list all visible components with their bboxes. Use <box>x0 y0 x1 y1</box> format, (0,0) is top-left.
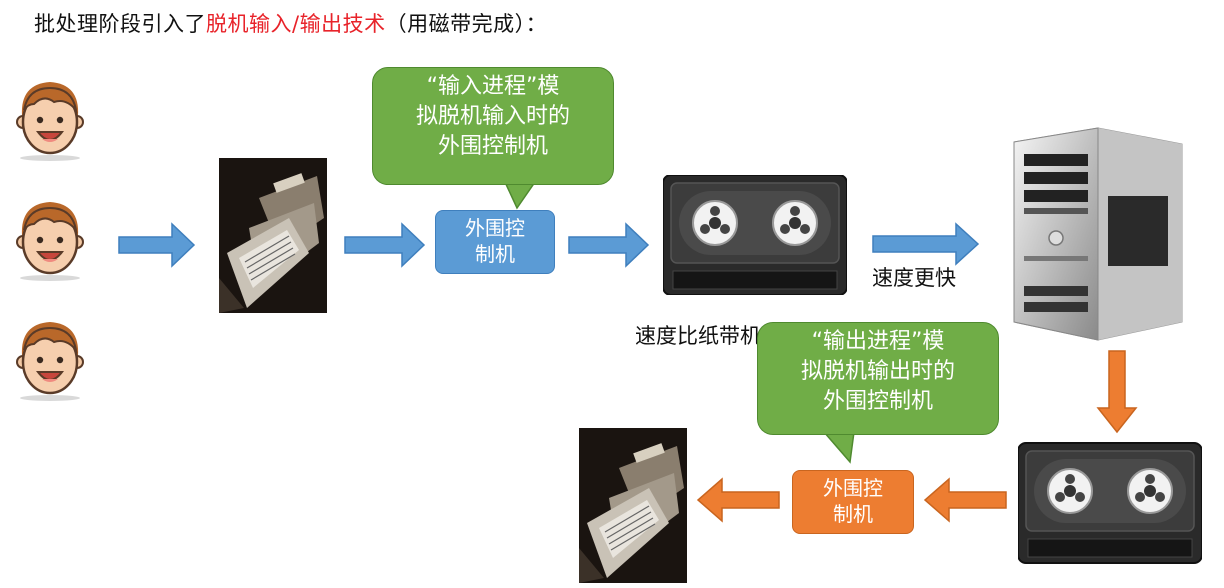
output-controller-box: 外围控 制机 <box>792 470 914 534</box>
bubble-line: “输入进程”模 <box>426 74 560 99</box>
paper-tape-machine-icon <box>579 428 687 583</box>
arrow-down-icon <box>1096 350 1138 434</box>
input-controller-box: 外围控 制机 <box>435 210 555 274</box>
user-face-icon <box>15 200 85 283</box>
title-suffix: （用磁带完成）： <box>385 12 548 36</box>
arrow-right-icon <box>344 222 426 268</box>
arrow-left-icon <box>696 477 780 523</box>
output-process-bubble: “输出进程”模 拟脱机输出时的 外围控制机 <box>757 322 999 435</box>
input-process-bubble: “输入进程”模 拟脱机输入时的 外围控制机 <box>372 67 614 185</box>
page-title: 批处理阶段引入了脱机输入/输出技术（用磁带完成）： <box>34 8 547 38</box>
bubble-line: 外围控制机 <box>437 134 548 159</box>
arrow-right-icon <box>568 222 650 268</box>
arrow-right-icon <box>872 222 980 266</box>
ctrl-line: 外围控 <box>823 476 883 500</box>
paper-tape-machine-icon <box>219 158 327 313</box>
ctrl-line: 制机 <box>475 242 515 266</box>
bubble-line: “输出进程”模 <box>811 329 945 354</box>
title-highlight: 脱机输入/输出技术 <box>206 12 386 36</box>
bubble-tail-icon <box>504 182 536 210</box>
ctrl-line: 外围控 <box>465 216 525 240</box>
user-face-icon <box>15 320 85 403</box>
ctrl-line: 制机 <box>833 502 873 526</box>
magnetic-tape-icon <box>663 175 847 295</box>
bubble-line: 拟脱机输出时的 <box>800 359 955 384</box>
bubble-line: 拟脱机输入时的 <box>415 104 570 129</box>
title-prefix: 批处理阶段引入了 <box>34 12 206 36</box>
user-face-icon <box>15 80 85 163</box>
faster-caption: 速度更快 <box>872 266 956 290</box>
bubble-line: 外围控制机 <box>822 389 933 414</box>
arrow-right-icon <box>118 222 196 268</box>
magnetic-tape-icon <box>1018 442 1202 564</box>
bubble-tail-icon <box>823 432 855 464</box>
computer-tower-icon <box>1013 127 1183 341</box>
arrow-left-icon <box>923 477 1007 523</box>
